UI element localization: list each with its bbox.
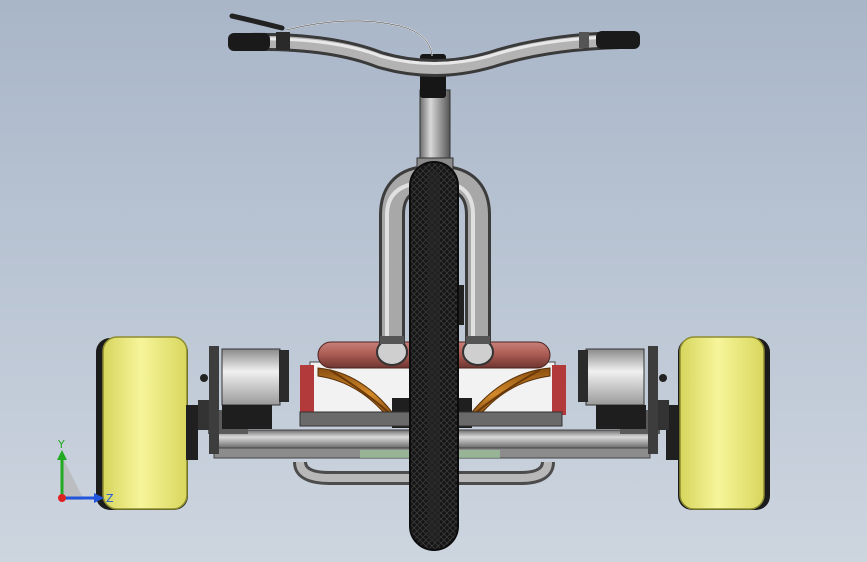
- z-arrow-icon: [94, 493, 104, 503]
- handlebar[interactable]: [228, 13, 640, 77]
- x-axis-dot-icon: [58, 494, 66, 502]
- front-tire[interactable]: [409, 161, 459, 551]
- orientation-triad: Y Z: [57, 438, 114, 505]
- left-rear-wheel[interactable]: [96, 336, 198, 510]
- z-axis-label: Z: [106, 492, 114, 505]
- right-motor: [578, 346, 669, 454]
- right-rear-wheel[interactable]: [666, 336, 770, 510]
- left-motor: [198, 346, 289, 454]
- y-arrow-icon: [57, 450, 67, 460]
- triad-plane-icon: [62, 456, 84, 500]
- y-axis-label: Y: [57, 438, 65, 451]
